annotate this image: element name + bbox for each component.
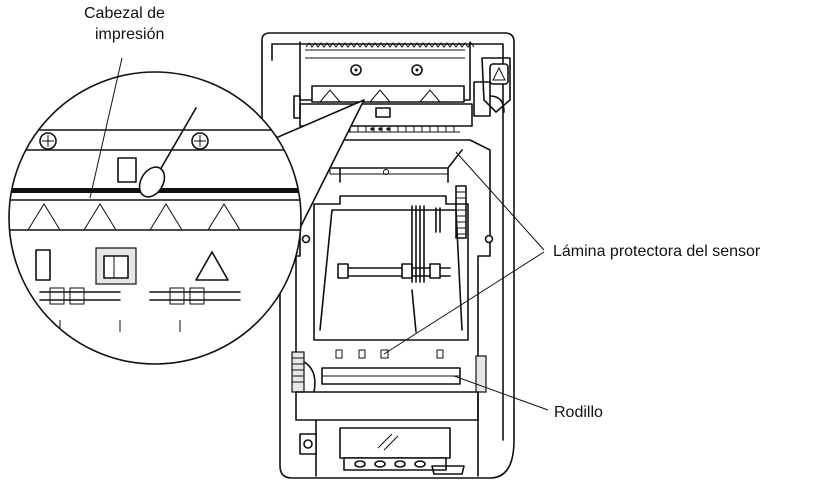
callout-leader-lines — [89, 57, 549, 411]
sensor-sheet-label: Lámina protectora del sensor — [553, 243, 761, 260]
warning-triangle-icon — [489, 63, 509, 85]
print-head-callout-bubble — [8, 71, 365, 365]
sensor-sheet-leader-bottom — [383, 251, 545, 355]
roller-leader — [453, 375, 549, 411]
sensor-sheet-leader-top — [455, 151, 545, 251]
roller-label: Rodillo — [554, 404, 603, 421]
print-head-leader — [89, 57, 123, 199]
print-head-label-line1: Cabezal de — [84, 5, 165, 22]
printer-body — [261, 32, 515, 479]
print-head-label-line2: impresión — [95, 26, 165, 43]
